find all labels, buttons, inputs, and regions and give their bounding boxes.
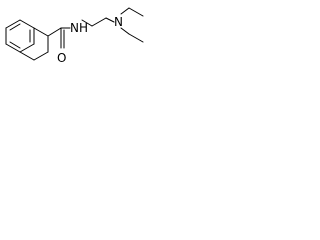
bond-lines (5, 7, 144, 61)
aromatic-ring-bond (19, 19, 35, 29)
saturated-ring-bond (33, 51, 49, 61)
atom-labels: NH O N (57, 15, 123, 65)
amine-nitrogen-to-lower-ethyl-bond (120, 27, 130, 35)
amine-nitrogen-label: N (114, 15, 123, 29)
aromatic-ring-bond (19, 43, 35, 53)
amide-nitrogen-to-ethylene-bond (81, 19, 93, 27)
amine-nitrogen-to-upper-ethyl-bond (120, 7, 130, 15)
saturated-ring-bond (19, 51, 35, 61)
ethylene-bond (91, 17, 107, 27)
aromatic-inner-double-bond (9, 41, 21, 49)
aromatic-inner-double-bond (9, 23, 21, 31)
upper-ethyl-bond (128, 7, 144, 17)
lower-ethyl-bond (128, 33, 144, 43)
aromatic-ring-bond (5, 19, 21, 29)
molecule-structure-diagram: NH O N (5, 7, 144, 65)
carbonyl-oxygen-label: O (57, 51, 66, 65)
amide-nitrogen-label: NH (70, 21, 88, 35)
ethylene-to-amine-nitrogen-bond (105, 17, 115, 23)
aromatic-ring-bond (5, 43, 21, 53)
saturated-ring-bond (33, 27, 49, 37)
ring-to-carbonyl-bond (47, 27, 62, 37)
